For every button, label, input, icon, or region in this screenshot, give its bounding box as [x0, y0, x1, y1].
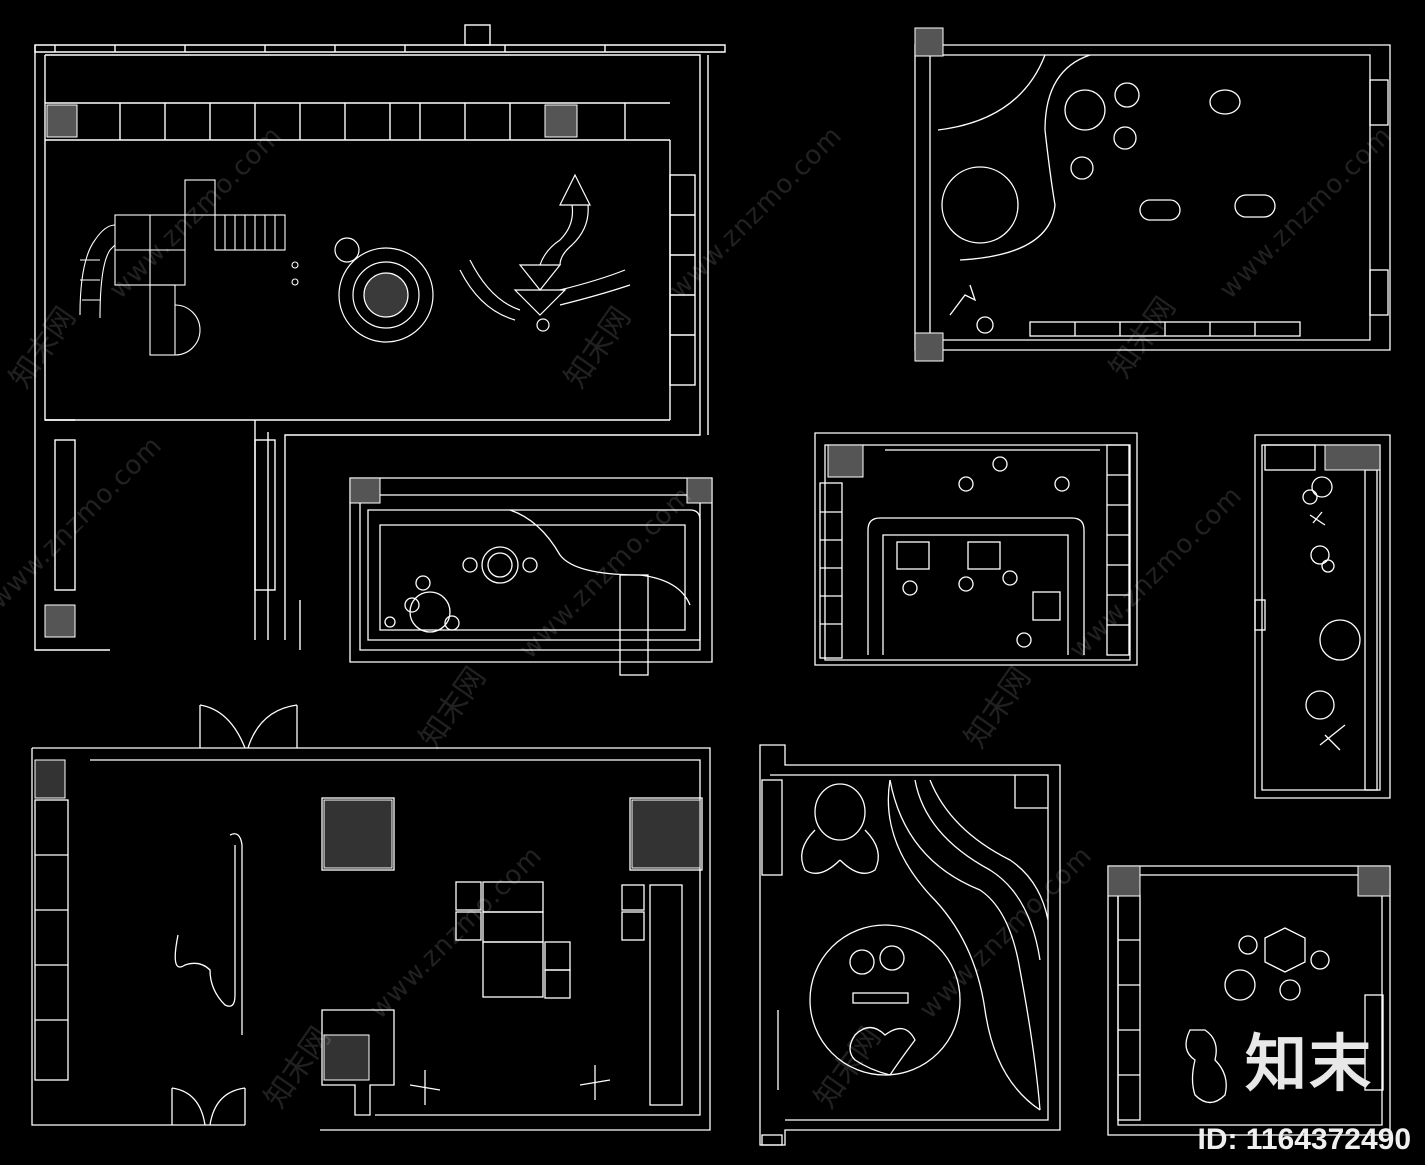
square-rug [323, 799, 393, 869]
column [349, 477, 381, 504]
column [914, 27, 944, 57]
column [1357, 865, 1391, 897]
column [323, 1034, 370, 1081]
tunnel-slide [79, 224, 116, 319]
square-rug [631, 799, 701, 869]
water-play-plan [914, 44, 1391, 351]
column [46, 104, 78, 138]
hexagon-room-plan [1107, 865, 1391, 1136]
column [914, 332, 944, 362]
bunny-slide-plan [759, 744, 1061, 1146]
column [686, 477, 713, 504]
cabinet [34, 759, 66, 799]
playground-plan [34, 24, 726, 651]
cube-room-plan [814, 432, 1138, 666]
column [544, 104, 578, 138]
brand-logo: 知末 [1244, 1027, 1373, 1100]
column [1324, 444, 1381, 471]
column [44, 604, 76, 638]
craft-room-plan [31, 704, 711, 1131]
slide-tower [114, 179, 299, 356]
triangle-climber [459, 173, 631, 332]
image-id-label: ID: 1164372490 [1197, 1123, 1411, 1156]
column [1107, 865, 1141, 897]
bead-table-plan [349, 477, 713, 676]
round-pit [334, 237, 434, 343]
column [827, 444, 864, 478]
